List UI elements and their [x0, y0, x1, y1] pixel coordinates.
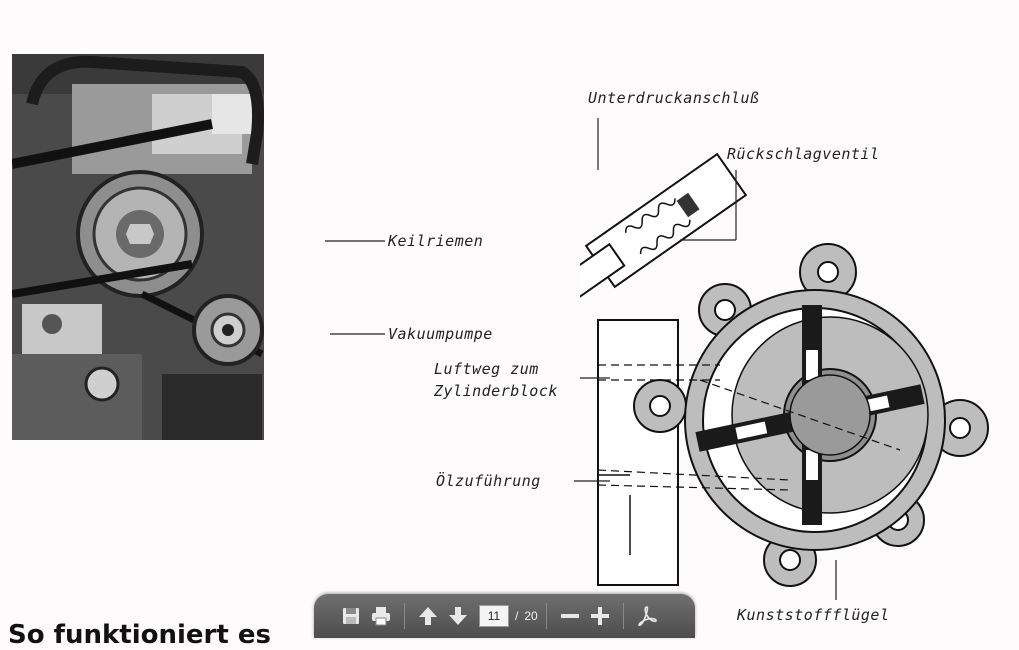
print-button[interactable] — [366, 601, 396, 631]
section-heading: So funktioniert es — [8, 620, 271, 650]
arrow-down-icon — [449, 607, 467, 625]
pdf-toolbar: 11 / 20 — [314, 594, 695, 638]
page-separator: / — [515, 609, 519, 623]
open-in-acrobat-button[interactable] — [632, 601, 662, 631]
label-oelzufuehrung: Ölzuführung — [436, 472, 541, 490]
total-pages: 20 — [524, 609, 538, 623]
toolbar-separator — [622, 603, 624, 629]
next-page-button[interactable] — [443, 601, 473, 631]
plus-icon — [590, 607, 609, 625]
label-unterdruckanschluss: Unterdruckanschluß — [588, 89, 760, 107]
save-button[interactable] — [336, 601, 366, 631]
toolbar-separator — [545, 603, 547, 629]
vacuum-pump-diagram — [580, 152, 989, 587]
label-rueckschlagventil: Rückschlagventil — [727, 145, 880, 163]
label-vakuumpumpe: Vakuumpumpe — [388, 325, 493, 343]
print-icon — [372, 607, 390, 626]
arrow-up-icon — [419, 607, 437, 625]
engine-photo — [12, 54, 264, 440]
label-keilriemen: Keilriemen — [388, 232, 484, 250]
label-luftweg-line2: Zylinderblock — [434, 382, 558, 400]
label-kunststofffluegel: Kunststoffflügel — [737, 606, 890, 624]
toolbar-separator — [404, 603, 405, 629]
acrobat-icon — [637, 606, 657, 626]
page-number-input[interactable]: 11 — [479, 605, 509, 627]
document-page: Keilriemen Vakuumpumpe Unterdruckanschlu… — [8, 54, 989, 650]
label-luftweg-line1: Luftweg zum — [434, 360, 539, 378]
save-icon — [343, 608, 359, 624]
previous-page-button[interactable] — [413, 601, 443, 631]
minus-icon — [560, 614, 579, 618]
zoom-in-button[interactable] — [585, 601, 615, 631]
zoom-out-button[interactable] — [555, 601, 585, 631]
